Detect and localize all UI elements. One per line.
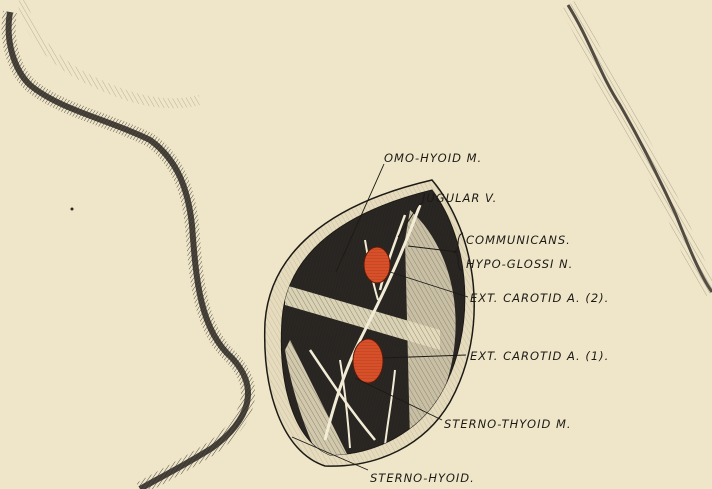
label-ext-carotid-1: EXT. CAROTID A. (1). [470, 349, 609, 363]
label-sterno-thyoid: STERNO-THYOID M. [444, 417, 572, 431]
label-jugular: JUGULAR V. [420, 191, 497, 205]
label-omo-hyoid: OMO-HYOID M. [384, 151, 482, 165]
jaw-contour [9, 0, 248, 489]
shoulder-contour [568, 5, 712, 292]
label-ext-carotid-2: EXT. CAROTID A. (2). [470, 291, 609, 305]
label-hypo-glossi: HYPO-GLOSSI N. [466, 257, 573, 271]
label-communicans: COMMUNICANS. [466, 233, 571, 247]
ink-dot [71, 208, 74, 211]
label-sterno-hyoid: STERNO-HYOID. [370, 471, 475, 485]
